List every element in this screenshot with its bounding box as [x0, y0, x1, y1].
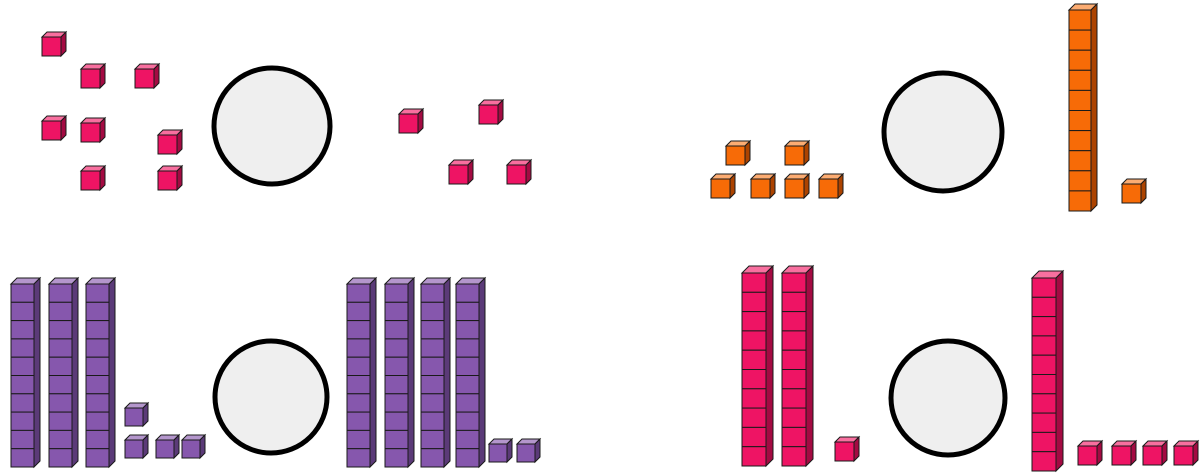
unit-cube — [785, 174, 809, 198]
unit-cube — [182, 435, 205, 458]
unit-cube — [479, 100, 503, 124]
unit-cube — [1174, 441, 1198, 465]
unit-cube — [135, 64, 159, 88]
unit-cube — [125, 435, 148, 458]
unit-cube — [785, 141, 809, 165]
problem-d-right-blocks — [1032, 271, 1198, 471]
problem-a-right-blocks — [399, 100, 531, 184]
ten-rod — [385, 278, 414, 467]
ten-rod — [347, 278, 376, 467]
ten-rod — [742, 266, 773, 466]
unit-cube — [1122, 179, 1146, 203]
unit-cube — [449, 160, 473, 184]
unit-cube — [81, 118, 105, 142]
unit-cube — [81, 64, 105, 88]
ten-rod — [421, 278, 450, 467]
problem-d-left-blocks — [742, 266, 859, 466]
unit-cube — [711, 174, 735, 198]
unit-cube — [751, 174, 775, 198]
unit-cube — [399, 109, 423, 133]
ten-rod — [1069, 4, 1097, 211]
unit-cube — [125, 403, 148, 426]
unit-cube — [156, 435, 179, 458]
ten-rod — [11, 278, 40, 467]
unit-cube — [1078, 441, 1102, 465]
problem-c-comparison-circle[interactable] — [215, 341, 327, 453]
problem-c-right-blocks — [347, 278, 540, 467]
ten-rod — [1032, 271, 1063, 471]
unit-cube — [158, 130, 182, 154]
unit-cube — [1143, 441, 1167, 465]
unit-cube — [507, 160, 531, 184]
problem-b-comparison-circle[interactable] — [884, 73, 1002, 191]
unit-cube — [819, 174, 843, 198]
unit-cube — [158, 166, 182, 190]
problem-d-comparison-circle[interactable] — [891, 341, 1005, 455]
unit-cube — [42, 32, 66, 56]
ten-rod — [456, 278, 485, 467]
problem-c-left-blocks — [11, 278, 205, 467]
unit-cube — [42, 116, 66, 140]
problem-a-comparison-circle[interactable] — [214, 68, 330, 184]
unit-cube — [1112, 441, 1136, 465]
ten-rod — [49, 278, 78, 467]
unit-cube — [81, 166, 105, 190]
ten-rod — [782, 266, 813, 466]
problem-a-left-blocks — [42, 32, 182, 190]
unit-cube — [726, 141, 750, 165]
problem-b-left-blocks — [711, 141, 843, 198]
problem-b-right-blocks — [1069, 4, 1146, 211]
ten-rod — [86, 278, 115, 467]
unit-cube — [489, 439, 512, 462]
unit-cube — [835, 437, 859, 461]
unit-cube — [517, 439, 540, 462]
